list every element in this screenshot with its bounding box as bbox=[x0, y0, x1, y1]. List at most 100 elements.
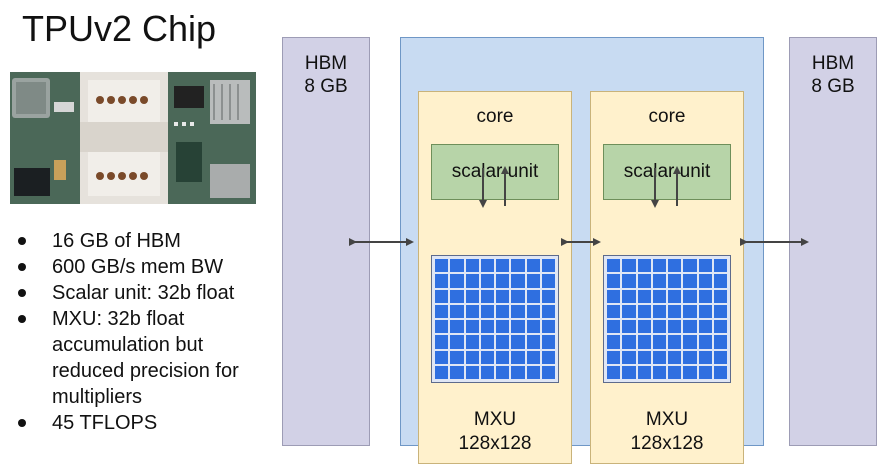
mxu-cell bbox=[713, 350, 727, 364]
mxu-cell bbox=[698, 289, 712, 303]
mxu-cell bbox=[496, 274, 510, 288]
core-1: core scalar unit MXU 128x128 bbox=[418, 91, 572, 464]
mxu-cell bbox=[668, 259, 682, 273]
mxu-cell bbox=[480, 365, 494, 379]
mxu-cell bbox=[526, 350, 540, 364]
spec-list: 16 GB of HBM 600 GB/s mem BW Scalar unit… bbox=[14, 228, 239, 436]
mxu-cell bbox=[511, 350, 525, 364]
mxu-cell bbox=[496, 365, 510, 379]
mxu-cell bbox=[698, 320, 712, 334]
mxu-cell bbox=[668, 365, 682, 379]
mxu-cell bbox=[713, 289, 727, 303]
mxu-cell bbox=[465, 289, 479, 303]
mxu-cell bbox=[668, 289, 682, 303]
mxu-cell bbox=[637, 259, 651, 273]
mxu-cell bbox=[496, 320, 510, 334]
mxu-cell bbox=[652, 259, 666, 273]
mxu-cell bbox=[496, 259, 510, 273]
mxu-cell bbox=[450, 365, 464, 379]
mxu-cell bbox=[607, 274, 621, 288]
bullet-mxu: MXU: 32b float bbox=[14, 306, 239, 332]
mxu-cell bbox=[652, 274, 666, 288]
mxu-cell bbox=[480, 320, 494, 334]
hbm-right-label: HBM bbox=[811, 53, 855, 74]
mxu-cell bbox=[465, 335, 479, 349]
bullet-mxu-cont-2: reduced precision for bbox=[52, 360, 239, 382]
hbm-left-label: HBM bbox=[304, 53, 348, 74]
mxu-cell bbox=[607, 320, 621, 334]
mxu-cell bbox=[526, 365, 540, 379]
mxu-cell bbox=[480, 274, 494, 288]
core-2-mxu-label: MXU 128x128 bbox=[591, 408, 743, 456]
bullet-tflops: 45 TFLOPS bbox=[14, 410, 239, 436]
mxu-cell bbox=[480, 289, 494, 303]
tpu-board-photo bbox=[10, 72, 256, 204]
mxu-cell bbox=[541, 304, 555, 318]
mxu-cell bbox=[668, 320, 682, 334]
mxu-cell bbox=[541, 350, 555, 364]
slide-title: TPUv2 Chip bbox=[22, 8, 217, 49]
core-2: core scalar unit MXU 128x128 bbox=[590, 91, 744, 464]
core-1-mxu-grid bbox=[431, 255, 559, 383]
hbm-right-size: 8 GB bbox=[811, 76, 855, 97]
mxu-cell bbox=[496, 350, 510, 364]
mxu-cell bbox=[713, 304, 727, 318]
mxu-cell bbox=[480, 304, 494, 318]
mxu-cell bbox=[607, 259, 621, 273]
mxu-cell bbox=[450, 320, 464, 334]
mxu-cell bbox=[435, 350, 449, 364]
mxu-cell bbox=[607, 289, 621, 303]
mxu-cell bbox=[465, 259, 479, 273]
mxu-cell bbox=[607, 304, 621, 318]
mxu-cell bbox=[698, 365, 712, 379]
mxu-cell bbox=[652, 350, 666, 364]
core-2-scalar-unit: scalar unit bbox=[603, 144, 731, 200]
mxu-cell bbox=[607, 335, 621, 349]
mxu-cell bbox=[465, 274, 479, 288]
mxu-cell bbox=[683, 350, 697, 364]
mxu-cell bbox=[496, 289, 510, 303]
bullet-mxu-cont-3: multipliers bbox=[52, 386, 143, 408]
mxu-cell bbox=[713, 259, 727, 273]
mxu-cell bbox=[435, 335, 449, 349]
mxu-cell bbox=[622, 365, 636, 379]
mxu-cell bbox=[450, 304, 464, 318]
core-1-label: core bbox=[476, 106, 514, 127]
mxu-cell bbox=[511, 335, 525, 349]
mxu-cell bbox=[526, 259, 540, 273]
mxu-cell bbox=[622, 350, 636, 364]
mxu-cell bbox=[526, 289, 540, 303]
mxu-cell bbox=[622, 289, 636, 303]
mxu-cell bbox=[435, 259, 449, 273]
mxu-cell bbox=[637, 350, 651, 364]
mxu-cell bbox=[683, 289, 697, 303]
mxu-cell bbox=[622, 320, 636, 334]
mxu-cell bbox=[637, 274, 651, 288]
mxu-cell bbox=[480, 335, 494, 349]
mxu-cell bbox=[668, 350, 682, 364]
mxu-cell bbox=[668, 274, 682, 288]
mxu-cell bbox=[541, 259, 555, 273]
mxu-cell bbox=[450, 289, 464, 303]
mxu-cell bbox=[622, 335, 636, 349]
mxu-cell bbox=[622, 259, 636, 273]
bullet-mxu-cont-1: accumulation but bbox=[52, 334, 204, 356]
mxu-cell bbox=[668, 335, 682, 349]
core-2-mxu-grid bbox=[603, 255, 731, 383]
mxu-cell bbox=[683, 365, 697, 379]
core-1-mxu-name: MXU bbox=[473, 409, 517, 430]
mxu-cell bbox=[698, 335, 712, 349]
mxu-cell bbox=[652, 304, 666, 318]
mxu-cell bbox=[652, 289, 666, 303]
mxu-cell bbox=[683, 274, 697, 288]
mxu-cell bbox=[713, 274, 727, 288]
mxu-cell bbox=[541, 335, 555, 349]
mxu-cell bbox=[526, 304, 540, 318]
mxu-cell bbox=[698, 350, 712, 364]
mxu-cell bbox=[511, 274, 525, 288]
mxu-cell bbox=[668, 304, 682, 318]
hbm-left-size: 8 GB bbox=[304, 76, 348, 97]
mxu-cell bbox=[496, 335, 510, 349]
mxu-cell bbox=[607, 350, 621, 364]
